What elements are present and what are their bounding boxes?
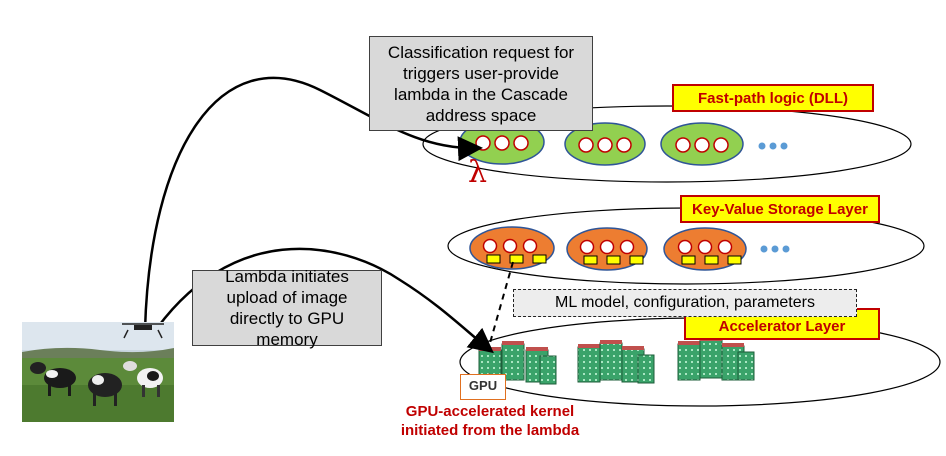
- fast-path-node-2: [564, 122, 646, 166]
- kv-node-1: [469, 226, 555, 270]
- kv-ellipsis-dots: [760, 245, 790, 253]
- upload-callout: Lambda initiates upload of image directl…: [192, 267, 382, 349]
- fast-path-node-3: [660, 122, 744, 166]
- upload-callout-text: Lambda initiates upload of image directl…: [225, 267, 349, 349]
- drone-icon: [122, 323, 164, 339]
- gpu-caption-line-1: GPU-accelerated kernel: [405, 403, 575, 420]
- kv-to-gpu-dashed-line: [487, 261, 514, 351]
- classification-callout: Classification request for triggers user…: [369, 36, 593, 131]
- kv-storage-label: Key-Value Storage Layer: [680, 195, 880, 223]
- fast-path-ellipsis-dots: [758, 142, 788, 150]
- arrow-to-fast-path: [143, 76, 483, 331]
- classification-callout-text: Classification request for triggers user…: [387, 42, 575, 125]
- fast-path-label: Fast-path logic (DLL): [672, 84, 874, 112]
- gpu-chip: GPU: [460, 374, 506, 400]
- gpu-group-2: [577, 340, 655, 384]
- kv-node-3: [663, 227, 747, 271]
- ml-model-box: ML model, configuration, parameters: [513, 289, 857, 317]
- drone-cows-photo: [22, 322, 174, 422]
- gpu-caption-line-2: initiated from the lambda: [400, 422, 580, 439]
- kv-node-2: [566, 227, 648, 271]
- lambda-symbol: λ: [468, 155, 488, 190]
- gpu-kernel-caption: GPU-accelerated kernel initiated from th…: [360, 402, 620, 440]
- gpu-group-3: [677, 337, 755, 381]
